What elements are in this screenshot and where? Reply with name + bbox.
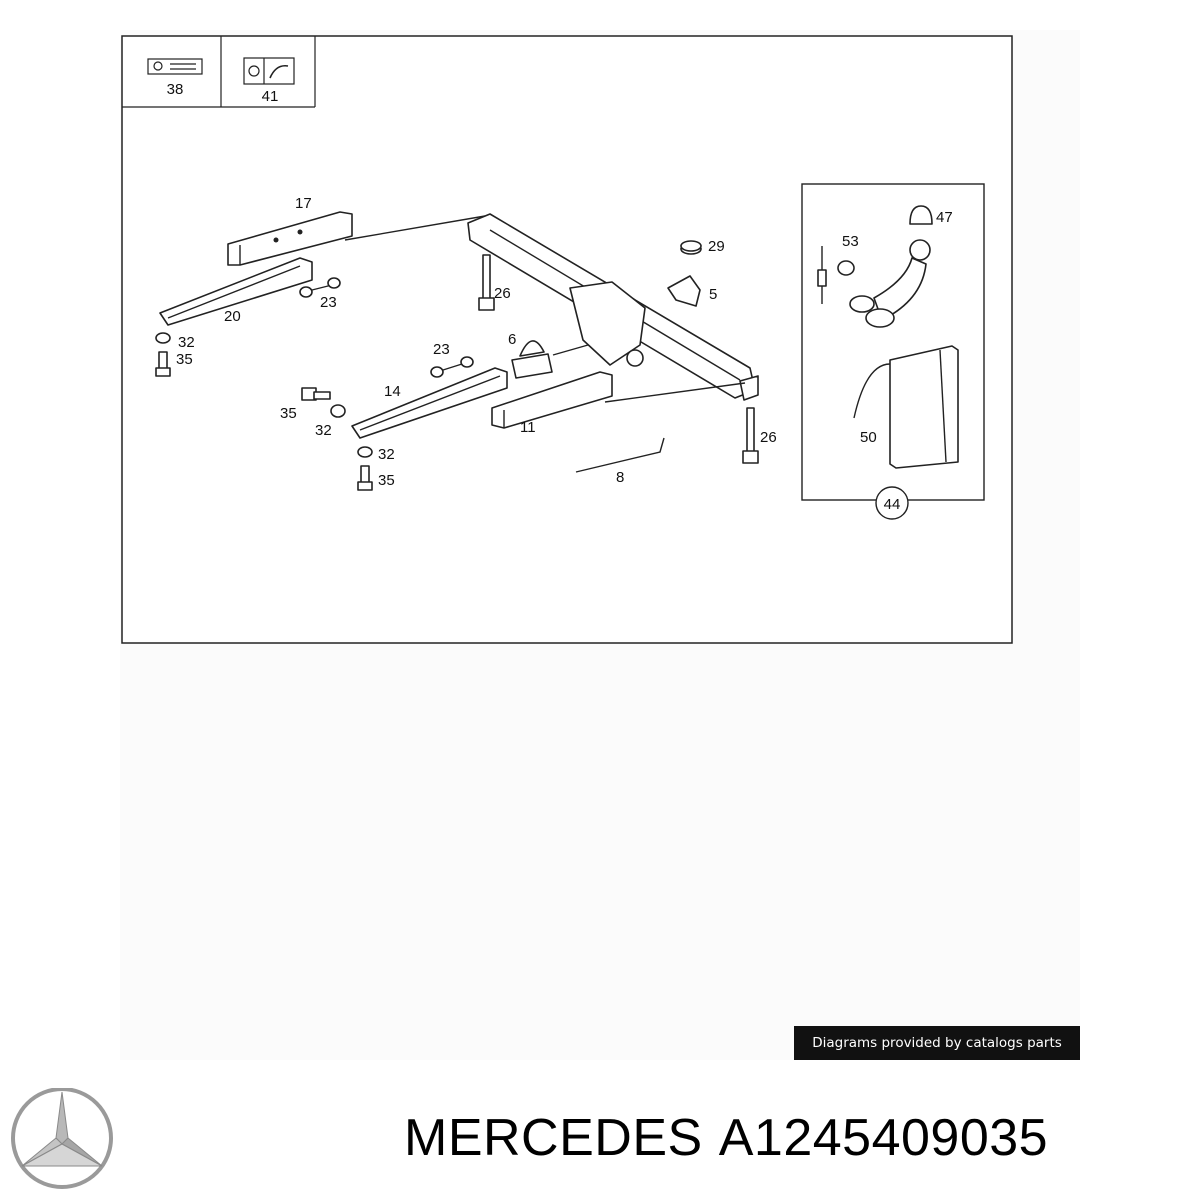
- info-box-38: 38: [147, 58, 203, 98]
- info-box-41: 41: [243, 57, 295, 105]
- callout-23-top: 23: [320, 294, 337, 311]
- callout-26-right: 26: [760, 429, 777, 446]
- callout-35-bottom: 35: [378, 472, 395, 489]
- callout-35-middle: 35: [280, 405, 297, 422]
- brand-name: MERCEDES: [404, 1109, 703, 1167]
- part-20-rail: 20: [159, 257, 313, 326]
- part-26-bolt-right: 26: [742, 407, 777, 464]
- wrench-icon: [153, 61, 163, 71]
- part-6-socket: 6: [508, 331, 553, 379]
- part-26-bolt-left: 26: [478, 254, 511, 311]
- part-47-cap: 47: [909, 205, 953, 226]
- callout-32-bottom: 32: [378, 446, 395, 463]
- callout-26-left: 26: [494, 285, 511, 302]
- callout-8: 8: [616, 469, 624, 486]
- part-53-lock-keys: 53: [817, 233, 859, 304]
- callout-11: 11: [520, 419, 536, 436]
- part-5-bracket: 5: [667, 275, 717, 307]
- callout-32-middle: 32: [315, 422, 332, 439]
- callout-35-top: 35: [176, 351, 193, 368]
- part-29-washer: 29: [680, 238, 725, 255]
- callout-53: 53: [842, 233, 859, 250]
- part-8-wire: 8: [575, 437, 665, 486]
- part-23-bolt-top: 23: [299, 277, 341, 311]
- part-title: MERCEDES A1245409035: [404, 1108, 1048, 1168]
- callout-47: 47: [936, 209, 953, 226]
- callout-5: 5: [709, 286, 717, 303]
- callout-6: 6: [508, 331, 516, 348]
- part-23-bolt-middle: 23: [430, 341, 474, 378]
- part-32-35-fasteners-top: 32 35: [155, 332, 195, 377]
- callout-32-top: 32: [178, 334, 195, 351]
- callout-44-circle: 44: [875, 486, 909, 520]
- callout-29: 29: [708, 238, 725, 255]
- callout-50: 50: [860, 429, 877, 446]
- part-14-rail: 14: [351, 367, 508, 439]
- callout-38: 38: [167, 81, 184, 98]
- part-50-manual: 50: [853, 345, 959, 469]
- part-number: A1245409035: [718, 1109, 1049, 1167]
- part-11-bracket: 11: [491, 371, 613, 436]
- callout-14: 14: [384, 383, 401, 400]
- callout-23-middle: 23: [433, 341, 450, 358]
- tow-bar-crossmember: [344, 213, 759, 403]
- tow-hitch-icon: [248, 65, 260, 77]
- part-35-32-fasteners-middle: 35 32: [280, 387, 346, 439]
- part-17-bracket: 17: [227, 195, 353, 266]
- callout-44: 44: [884, 496, 901, 513]
- mercedes-star-logo: [11, 1088, 113, 1189]
- callout-17: 17: [295, 195, 312, 212]
- tow-ball-arm: [849, 239, 931, 328]
- part-32-35-fasteners-bottom: 32 35: [357, 446, 395, 491]
- diagram-credit-badge: Diagrams provided by catalogs parts: [794, 1026, 1080, 1060]
- callout-41: 41: [262, 88, 279, 105]
- callout-20: 20: [224, 308, 241, 325]
